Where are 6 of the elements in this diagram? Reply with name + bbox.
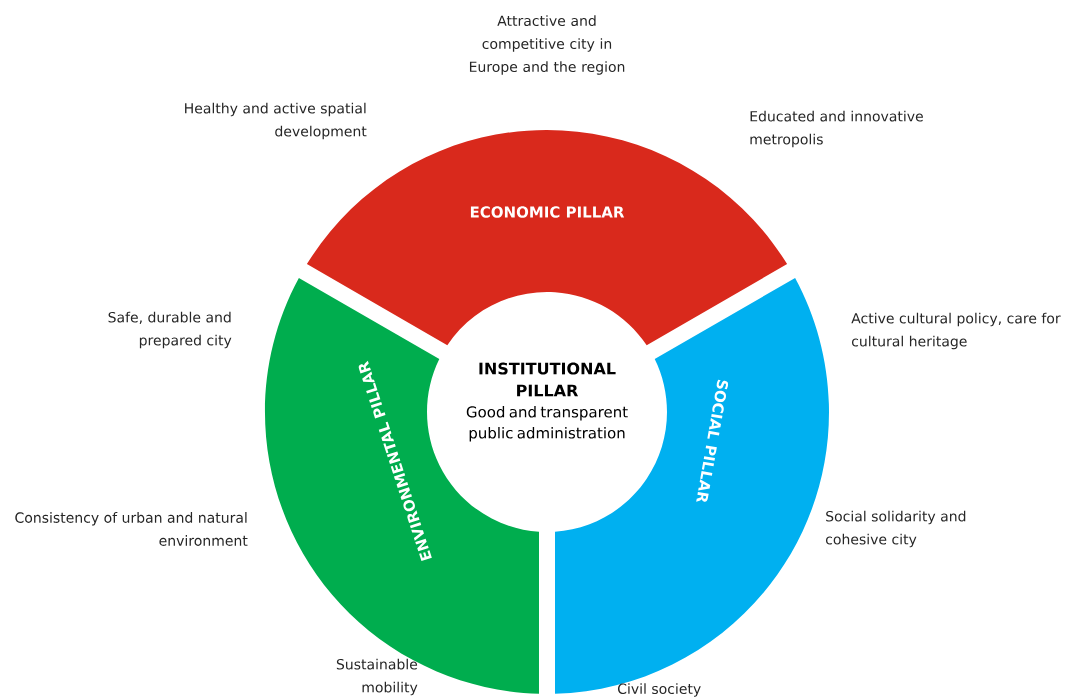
goal-label: Sustainable mobility (336, 658, 418, 696)
goal-label: Active cultural policy, care for cultural heritage (851, 312, 1061, 350)
goal-label: Attractive and competitive city in Europe and the region (469, 15, 625, 75)
goal-label: Safe, durable and prepared city (108, 311, 232, 349)
goal-label: Consistency of urban and natural environment (15, 512, 248, 546)
goal-label: Civil society (618, 683, 701, 697)
